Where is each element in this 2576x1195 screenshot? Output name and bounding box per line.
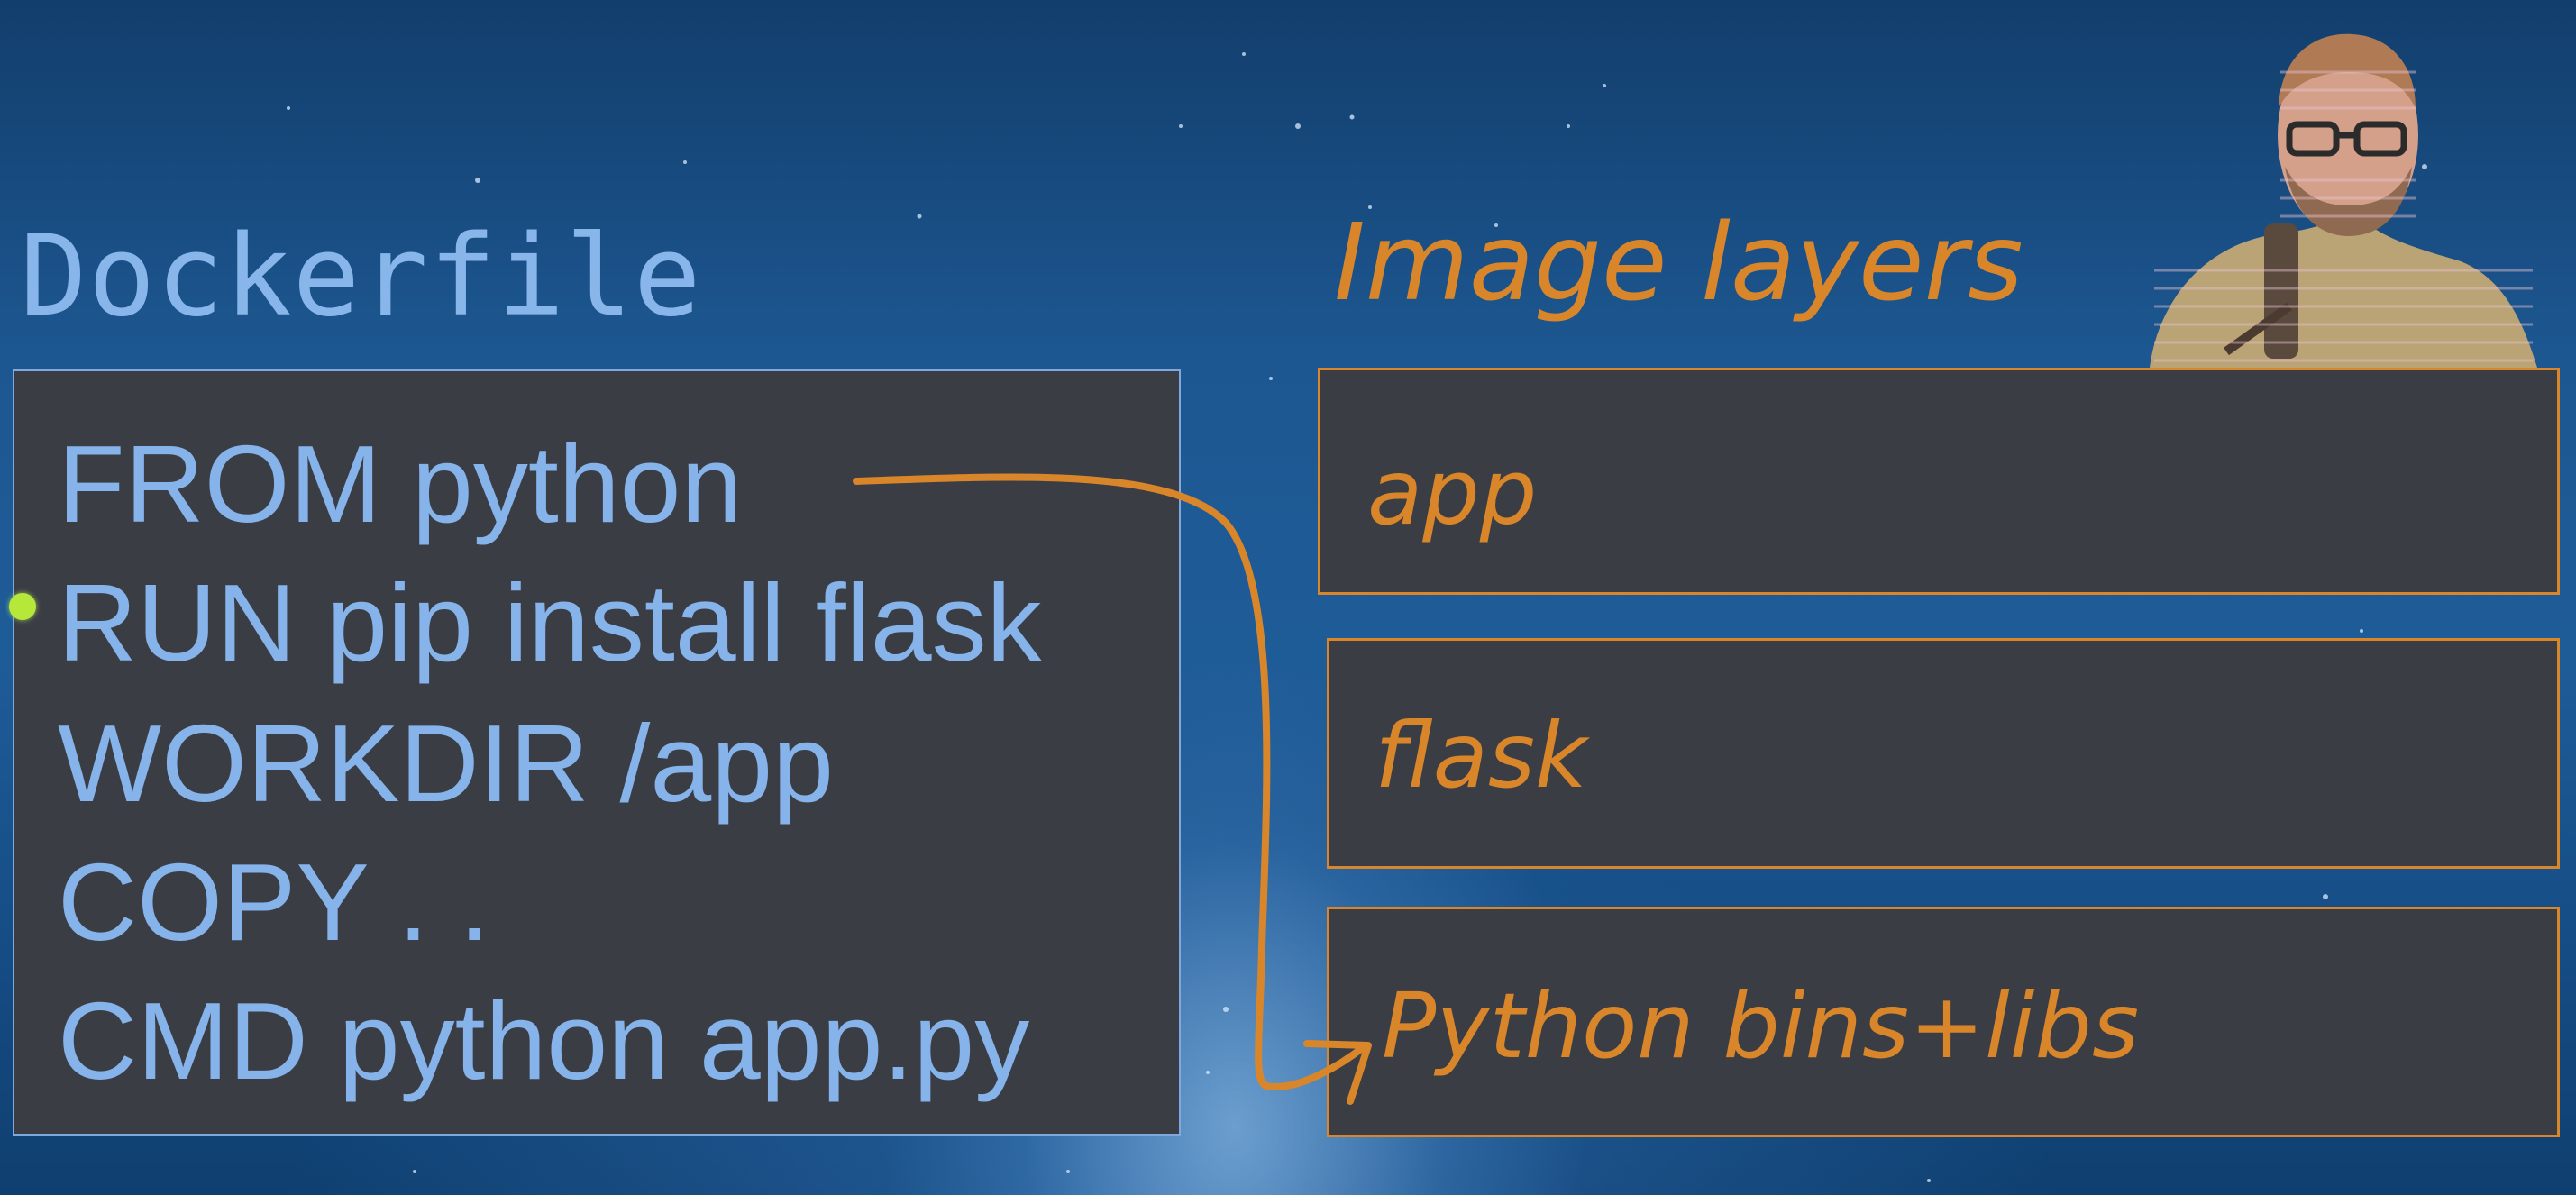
dockerfile-title: Dockerfile — [20, 212, 702, 342]
dockerfile-line-run: RUN pip install flask — [58, 561, 1042, 684]
layer-box-flask: flask — [1327, 638, 2560, 869]
layer-box-app: app — [1318, 368, 2560, 595]
layer-label-python: Python bins+libs — [1382, 973, 2140, 1079]
dockerfile-line-from: FROM python — [58, 423, 743, 545]
dockerfile-line-copy: COPY . . — [58, 841, 490, 963]
layer-label-app: app — [1367, 440, 1538, 545]
pointer-dot-icon — [9, 593, 36, 620]
layer-box-python: Python bins+libs — [1327, 907, 2560, 1137]
dockerfile-line-workdir: WORKDIR /app — [58, 702, 834, 825]
dockerfile-code-panel: FROM python RUN pip install flask WORKDI… — [13, 369, 1181, 1136]
layer-label-flask: flask — [1375, 703, 1587, 808]
dockerfile-line-cmd: CMD python app.py — [58, 980, 1030, 1102]
image-layers-title: Image layers — [1334, 200, 2023, 324]
